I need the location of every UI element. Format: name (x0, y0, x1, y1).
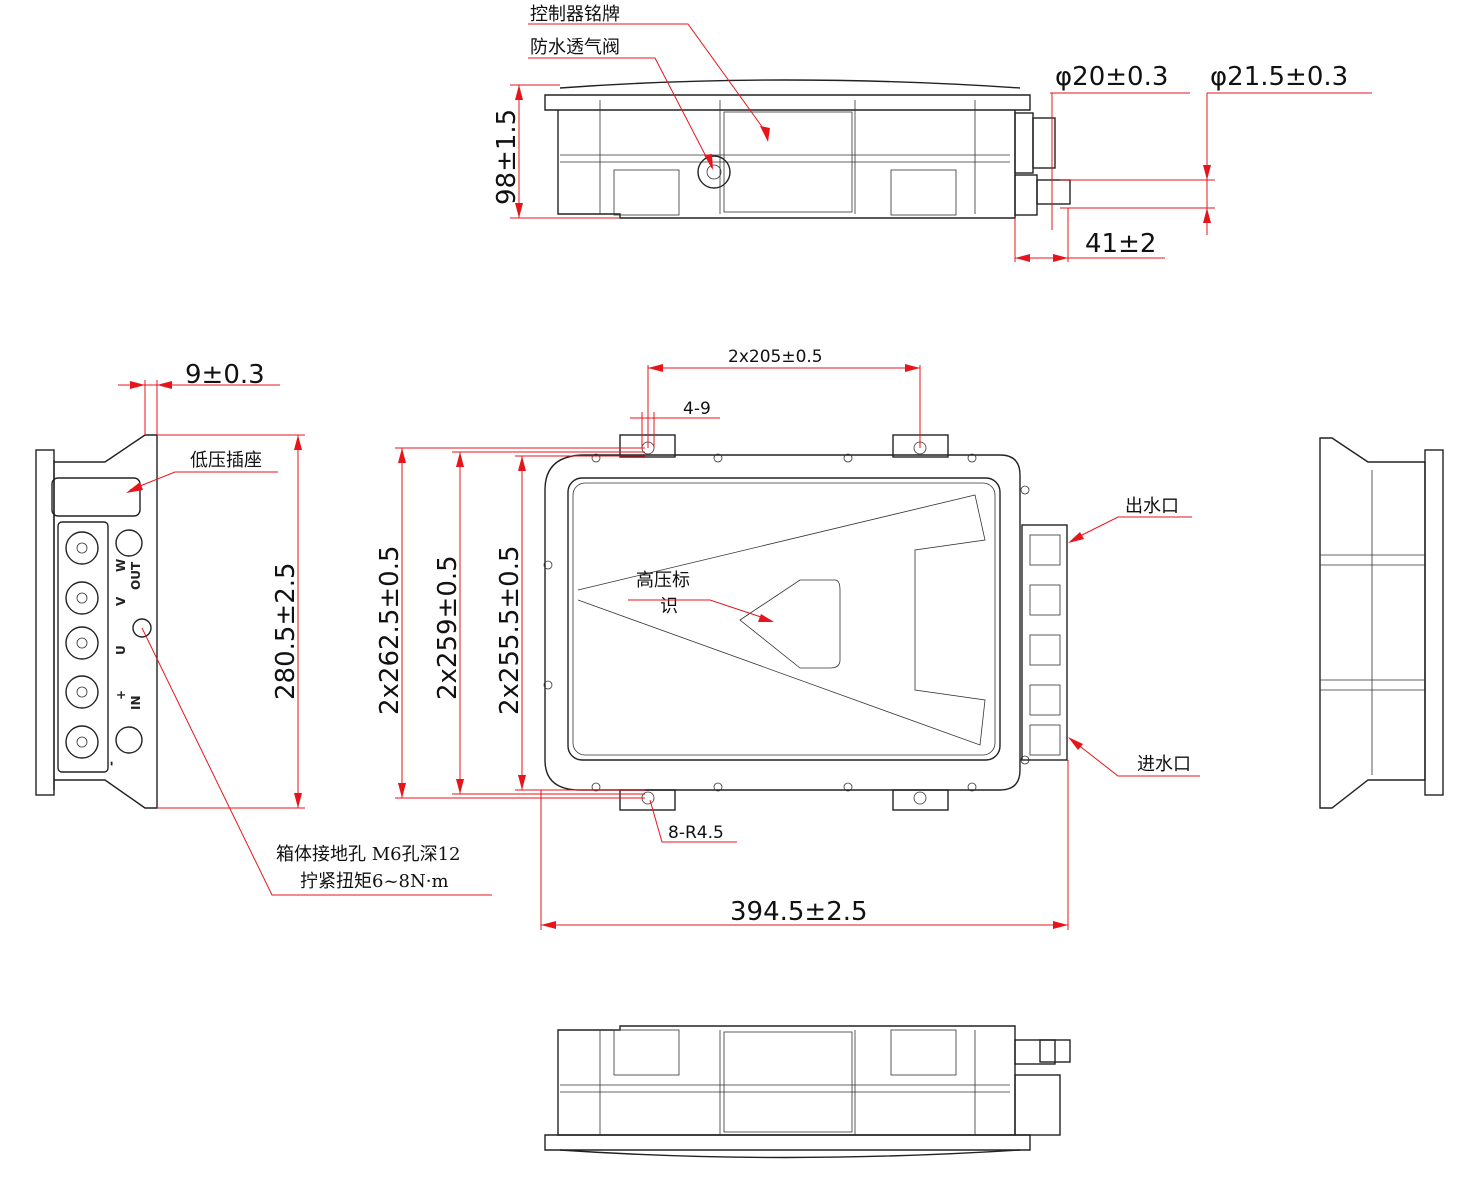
pipe-inner-diameter-dim: φ20±0.3 (1055, 62, 1168, 92)
front-view-annotations: 2x205±0.5 4-9 2x262.5±0.5 2x259±0.5 2x25… (375, 347, 1200, 930)
terminal-label-plus: + (114, 690, 128, 700)
dim-259: 2x259±0.5 (433, 555, 463, 700)
hv-mark-shape (739, 579, 841, 669)
pipe-outer-diameter-dim: φ21.5±0.3 (1210, 62, 1348, 92)
hole-dim: 4-9 (683, 399, 711, 419)
water-outlet-label: 出水口 (1125, 496, 1179, 517)
ground-note-line1: 箱体接地孔 M6孔深12 (276, 844, 461, 865)
bottom-view (544, 1025, 1071, 1159)
lv-connector-label: 低压插座 (190, 450, 262, 471)
ground-hole (132, 618, 152, 638)
dim-262-5: 2x262.5±0.5 (375, 546, 405, 716)
right-view (1319, 437, 1444, 809)
ground-note-line2: 拧紧扭矩6~8N·m (300, 871, 449, 892)
hv-mark-label-2: 识 (660, 596, 678, 617)
height-dim-280: 280.5±2.5 (271, 562, 301, 700)
radius-dim: 8-R4.5 (668, 823, 724, 843)
water-inlet-label: 进水口 (1137, 754, 1191, 775)
terminal-label-in: IN (129, 695, 143, 710)
power-terminals (65, 531, 99, 759)
water-fittings-block (1021, 524, 1068, 761)
dim-255-5: 2x255.5±0.5 (495, 546, 525, 716)
offset-dim: 9±0.3 (185, 360, 265, 390)
terminal-label-minus: - (104, 761, 118, 766)
terminal-label-w: W (114, 559, 128, 572)
height-dim-98: 98±1.5 (492, 109, 522, 205)
top-view-annotations: 控制器铭牌 防水透气阀 98±1.5 φ20±0.3 φ21.5±0.3 41±… (492, 4, 1372, 262)
low-voltage-connector (51, 477, 141, 517)
left-view: W OUT V U + IN - (35, 434, 158, 809)
terminal-label-u: U (114, 645, 128, 655)
vent-valve-label: 防水透气阀 (530, 37, 620, 58)
pipe-length-dim: 41±2 (1085, 229, 1156, 259)
width-dim: 394.5±2.5 (730, 897, 868, 927)
left-view-annotations: 9±0.3 低压插座 280.5±2.5 箱体接地孔 M6孔深12 拧紧扭矩6~… (118, 360, 492, 896)
terminal-label-out: OUT (129, 561, 143, 590)
hole-spacing-dim: 2x205±0.5 (728, 347, 823, 367)
top-view (544, 79, 1071, 219)
hv-mark-label-1: 高压标 (636, 570, 690, 591)
terminal-label-v: V (114, 596, 128, 606)
front-view (543, 434, 1068, 811)
nameplate-label: 控制器铭牌 (530, 4, 620, 25)
